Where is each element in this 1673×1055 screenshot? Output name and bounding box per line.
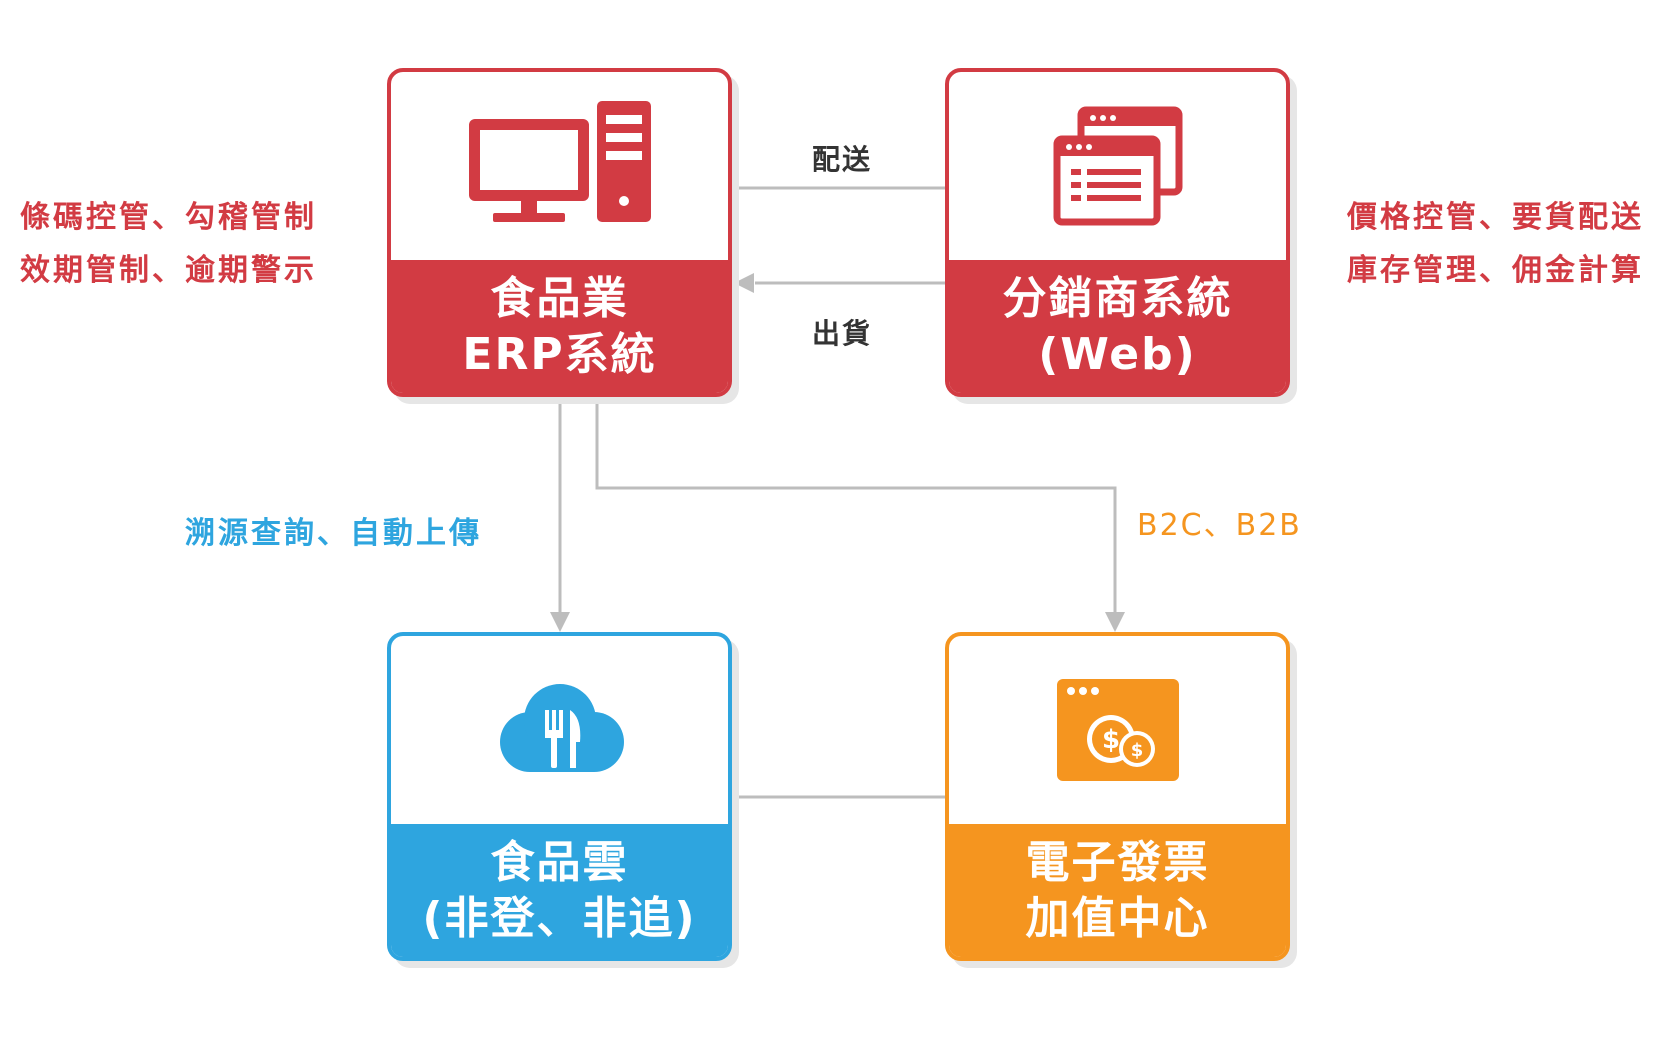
ship-label: 出貨 (812, 317, 873, 350)
erp-feature-line: 效期管制、逾期警示 (20, 253, 317, 288)
svg-text:$: $ (1130, 740, 1143, 761)
distributor-feature-line: 庫存管理、佣金計算 (1347, 253, 1644, 288)
food-cloud-title-line1: 食品雲 (490, 836, 629, 888)
b2c-arrow (595, 398, 1117, 613)
einvoice-title-line1: 電子發票 (1025, 836, 1210, 888)
deliver-label: 配送 (812, 143, 873, 176)
erp-icon-area (391, 72, 728, 260)
distributor-features-note: 價格控管、要貨配送 庫存管理、佣金計算 (1347, 191, 1644, 297)
erp-features-note: 條碼控管、勾稽管制 效期管制、逾期警示 (20, 191, 317, 297)
distributor-title-line1: 分銷商系統 (1002, 272, 1233, 324)
b2c-arrowhead (1105, 612, 1125, 632)
einvoice-title-area: 電子發票 加值中心 (949, 824, 1286, 957)
erp-system-box: 食品業 ERP系統 (387, 68, 732, 397)
distributor-title-area: 分銷商系統 (Web) (949, 260, 1286, 393)
svg-text:$: $ (1101, 725, 1119, 755)
food-cloud-title-area: 食品雲 (非登、非追) (391, 824, 728, 957)
cloud-utensils-icon (499, 684, 624, 772)
distributor-feature-line: 價格控管、要貨配送 (1347, 200, 1644, 235)
food-cloud-icon-area (391, 636, 728, 824)
distributor-system-box: 分銷商系統 (Web) (945, 68, 1290, 397)
ship-arrowhead (734, 273, 754, 293)
distributor-icon-area (949, 72, 1286, 260)
browser-windows-icon (1053, 106, 1182, 226)
einvoice-center-box: $ $ 電子發票 加值中心 (945, 632, 1290, 961)
einvoice-icon-area: $ $ (949, 636, 1286, 824)
food-cloud-title-line2: (非登、非追) (422, 892, 697, 944)
erp-feature-line: 條碼控管、勾稽管制 (20, 200, 317, 235)
trace-arrowhead (550, 612, 570, 632)
b2c-b2b-label: B2C、B2B (1137, 508, 1302, 543)
erp-title-line2: ERP系統 (462, 328, 657, 380)
trace-label: 溯源查詢、自動上傳 (185, 516, 482, 551)
browser-coins-icon: $ $ (1056, 679, 1179, 781)
erp-title-line1: 食品業 (490, 272, 629, 324)
erp-title-area: 食品業 ERP系統 (391, 260, 728, 393)
einvoice-title-line2: 加值中心 (1025, 892, 1210, 944)
desktop-computer-icon (468, 101, 651, 222)
food-cloud-box: 食品雲 (非登、非追) (387, 632, 732, 961)
distributor-title-line2: (Web) (1038, 328, 1197, 380)
